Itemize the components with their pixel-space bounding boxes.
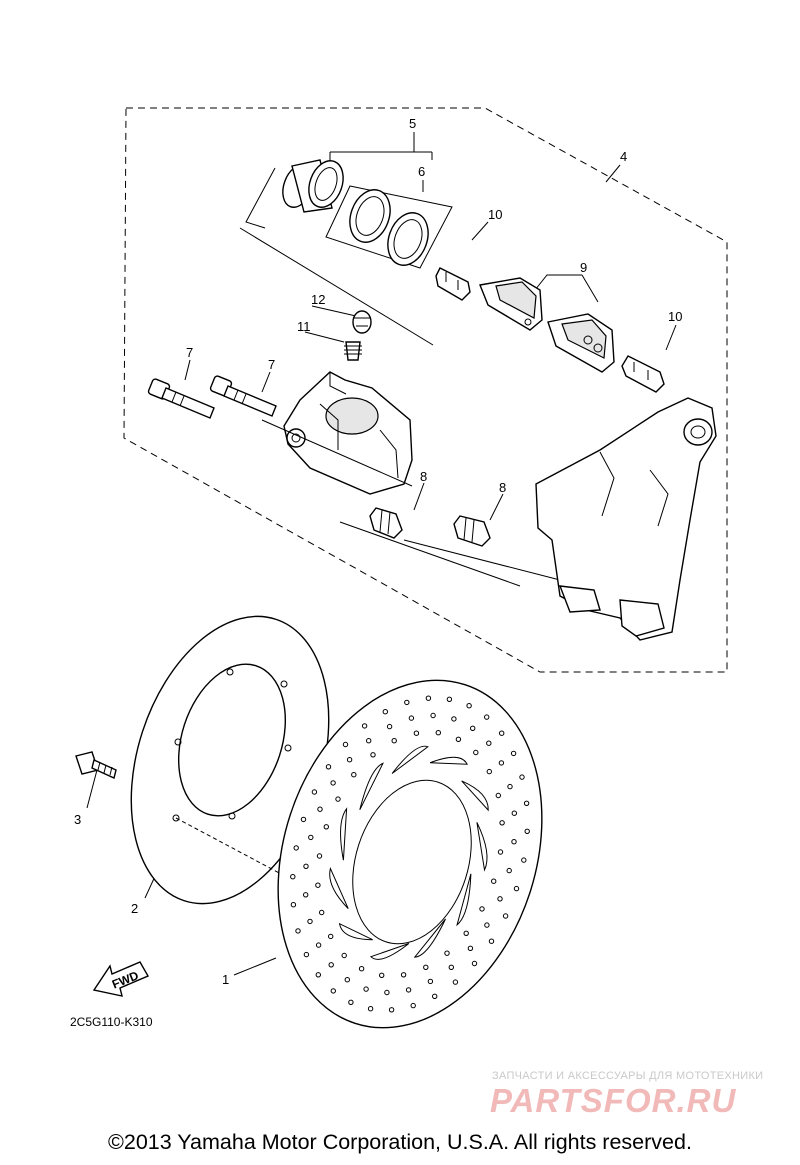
callout-12: 12 [311, 292, 325, 307]
hub-flange [130, 615, 330, 905]
rotor-bolt [75, 751, 117, 779]
caliper-body [283, 371, 413, 495]
bleed-screw [344, 341, 362, 361]
watermark-tagline: ЗАПЧАСТИ И АКСЕССУАРЫ ДЛЯ МОТОТЕХНИКИ [492, 1070, 764, 1082]
brake-disc [277, 679, 543, 1029]
piston [282, 159, 344, 213]
pin-1 [147, 378, 215, 419]
brake-pad-1 [479, 277, 543, 331]
parts-kit-brackets [239, 167, 453, 346]
fwd-label: FWD [110, 968, 141, 991]
fwd-arrow-icon: FWD [92, 961, 149, 997]
boot-1 [369, 507, 403, 539]
callout-4: 4 [620, 149, 627, 164]
boot-2 [453, 515, 491, 547]
callout-8-left: 8 [420, 469, 427, 484]
pin-2 [209, 375, 277, 417]
leader-lines [86, 132, 677, 976]
callout-3: 3 [74, 812, 81, 827]
watermark-logo: PARTSFOR.RU [490, 1082, 737, 1119]
callout-9: 9 [580, 260, 587, 275]
callout-6: 6 [418, 164, 425, 179]
callout-10-right: 10 [668, 309, 682, 324]
callout-7-right: 7 [268, 357, 275, 372]
pad-spring-left [435, 267, 471, 301]
bleed-cap [352, 310, 372, 334]
callout-11: 11 [297, 319, 311, 334]
callout-2: 2 [131, 901, 138, 916]
callout-7-left: 7 [186, 345, 193, 360]
pin-axis-lines [261, 419, 561, 587]
callout-10-left: 10 [488, 207, 502, 222]
callout-5: 5 [409, 116, 416, 131]
brake-pad-2 [547, 313, 615, 373]
callout-1: 1 [222, 972, 229, 987]
callout-8-right: 8 [499, 480, 506, 495]
copyright-notice: ©2013 Yamaha Motor Corporation, U.S.A. A… [108, 1130, 692, 1154]
caliper-assembly-boundary [123, 107, 728, 673]
pad-spring-right [621, 355, 665, 393]
caliper-bracket [535, 397, 717, 641]
piston-seals [349, 189, 429, 266]
diagram-code: 2C5G110-K310 [70, 1015, 153, 1029]
